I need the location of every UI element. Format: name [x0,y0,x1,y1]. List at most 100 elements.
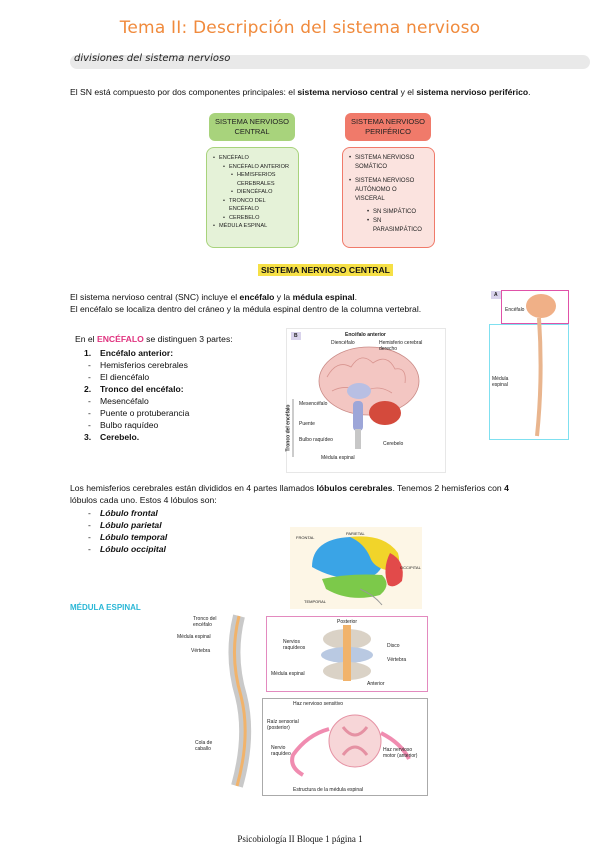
lobe-item: Lóbulo parietal [100,520,162,530]
central-item: ENCÉFALO ANTERIOR [223,163,292,172]
brain-figure: B Encéfalo anterior Diencéfalo Hemisferi… [285,328,446,473]
lobes-figure: FRONTAL PARIETAL OCCIPITAL TEMPORAL [290,527,422,609]
sub-item: Mesencéfalo [100,396,149,406]
spine-detail: Posterior Nervios raquídeos Disco Vérteb… [266,616,428,692]
lobes-list: -Lóbulo frontal -Lóbulo parietal -Lóbulo… [88,508,168,554]
encefalo-word: ENCÉFALO [96,334,144,344]
figure-tag: A [491,291,501,299]
part-1: Encéfalo anterior: [100,348,174,358]
central-item: ENCÉFALO [213,154,292,163]
intro-text-2: y el [398,87,417,97]
snc-text-e: . [354,292,358,302]
snc-paragraph: El sistema nervioso central (SNC) incluy… [70,291,490,315]
label-occipital: OCCIPITAL [400,565,421,570]
label-haz-motor: Haz nervioso motor (anterior) [383,747,418,759]
intro-bold-central: sistema nervioso central [297,87,399,97]
central-item: DIENCÉFALO [231,188,292,197]
label-anterior: Anterior [367,681,385,687]
label-cola-caballo: Cola de caballo [195,740,213,752]
label-puente: Puente [299,421,315,427]
encefalo-intro: En el ENCÉFALO se distinguen 3 partes: [75,333,233,345]
label-hemisferio: Hemisferio cerebral derecho [379,340,423,352]
medula-highlight [489,324,569,440]
label-disco: Disco [387,643,400,649]
label-temporal: TEMPORAL [304,599,327,604]
part-2: Tronco del encéfalo: [100,384,184,394]
peripheral-item: SISTEMA NERVIOSO SOMÁTICO [349,154,428,172]
peripheral-title-box: SISTEMA NERVIOSO PERIFÉRICO [345,113,431,141]
snc-text-c: y la [274,292,293,302]
label-frontal: FRONTAL [296,535,315,540]
label-mesencefalo: Mesencéfalo [299,401,328,407]
central-list-box: ENCÉFALO ENCÉFALO ANTERIOR HEMISFERIOS C… [206,147,299,248]
lobe-item: Lóbulo temporal [100,532,168,542]
intro-bold-peripheral: sistema nervioso periférico [416,87,529,97]
label-nervio-raquideo: Nervio raquídeo [271,745,291,757]
cross-section-illustration [290,714,411,777]
sub-item: Puente o protuberancia [100,408,190,418]
sub-item: El diencéfalo [100,372,150,382]
label-encefalo: Encéfalo [505,307,525,313]
subtitle-bar [70,55,590,69]
section-subtitle: divisiones del sistema nervioso [74,53,231,64]
lobes-text-c: . Tenemos 2 hemisferios con [392,483,505,493]
encefalo-highlight [501,290,569,324]
peripheral-item: SN SIMPÁTICO [367,208,428,217]
medula-heading: MÉDULA ESPINAL [70,603,141,612]
central-item: TRONCO DEL ENCÉFALO [223,197,292,214]
lobes-bold-4: 4 [504,483,509,493]
lobes-line2: lóbulos cada uno. Estos 4 lóbulos son: [70,495,217,505]
cross-section: Haz nervioso sensitivo Raíz sensorial (p… [262,698,428,796]
snc-bold-encefalo: encéfalo [239,292,275,302]
label-medula-espinal: Médula espinal [492,376,509,388]
label-tronco: Tronco del encéfalo [193,616,217,628]
label-estructura: Estructura de la médula espinal [293,787,364,793]
spine-figure: Tronco del encéfalo Médula espinal Vérte… [177,612,265,794]
label-vertebra: Vértebra [191,648,211,654]
sub-item: Hemisferios cerebrales [100,360,188,370]
sub-item: Bulbo raquídeo [100,420,159,430]
label-haz-sensitivo: Haz nervioso sensitivo [293,701,344,707]
encefalo-list: 1.Encéfalo anterior: -Hemisferios cerebr… [84,348,190,442]
snc-heading-text: SISTEMA NERVIOSO CENTRAL [258,264,393,276]
label-medula: Médula espinal [321,455,355,461]
label-tronco: Tronco del encéfalo [285,404,292,452]
snc-heading: SISTEMA NERVIOSO CENTRAL [258,264,393,276]
snc-text-a: El sistema nervioso central (SNC) incluy… [70,292,240,302]
label-medula: Médula espinal [177,634,211,640]
encefalo-pre: En el [75,334,97,344]
label-cerebelo: Cerebelo [383,441,404,447]
lobe-item: Lóbulo occipital [100,544,166,554]
lobe-item: Lóbulo frontal [100,508,158,518]
peripheral-item: SN PARASIMPÁTICO [367,217,428,235]
body-illustration [526,294,556,437]
lobes-paragraph: Los hemisferios cerebrales están dividid… [70,482,590,506]
label-nervios: Nervios raquídeos [283,639,306,651]
intro-paragraph: El SN está compuesto por dos componentes… [70,86,540,98]
intro-text-1: El SN está compuesto por dos componentes… [70,87,298,97]
central-item: CEREBELO [223,214,292,223]
page-footer: Psicobiología II Bloque 1 página 1 [237,834,363,844]
vertebra-illustration [321,625,373,681]
label-encefalo-anterior: Encéfalo anterior [345,332,386,338]
encefalo-post: se distinguen 3 partes: [143,334,233,344]
label-posterior: Posterior [337,619,358,625]
snc-bold-medula: médula espinal [292,292,355,302]
peripheral-item: SISTEMA NERVIOSO AUTÓNOMO O VISCERAL [349,177,428,204]
figure-tag: B [291,332,301,340]
lobes-illustration [312,536,403,606]
snc-line2: El encéfalo se localiza dentro del cráne… [70,304,422,314]
label-vertebra-detail: Vértebra [387,657,407,663]
lobes-bold: lóbulos cerebrales [316,483,393,493]
label-diencefalo: Diencéfalo [331,340,355,346]
part-3: Cerebelo. [100,432,140,442]
label-medula-detail: Médula espinal [271,671,305,677]
lobes-text-a: Los hemisferios cerebrales están dividid… [70,483,317,493]
body-figure: A Encéfalo Médula espinal [489,290,571,440]
peripheral-list-box: SISTEMA NERVIOSO SOMÁTICO SISTEMA NERVIO… [342,147,435,248]
central-item: HEMISFERIOS CEREBRALES [231,171,292,188]
intro-text-3: . [528,87,531,97]
central-title-box: SISTEMA NERVIOSO CENTRAL [209,113,295,141]
central-item: MÉDULA ESPINAL [213,222,292,231]
spine-illustration [228,614,252,788]
